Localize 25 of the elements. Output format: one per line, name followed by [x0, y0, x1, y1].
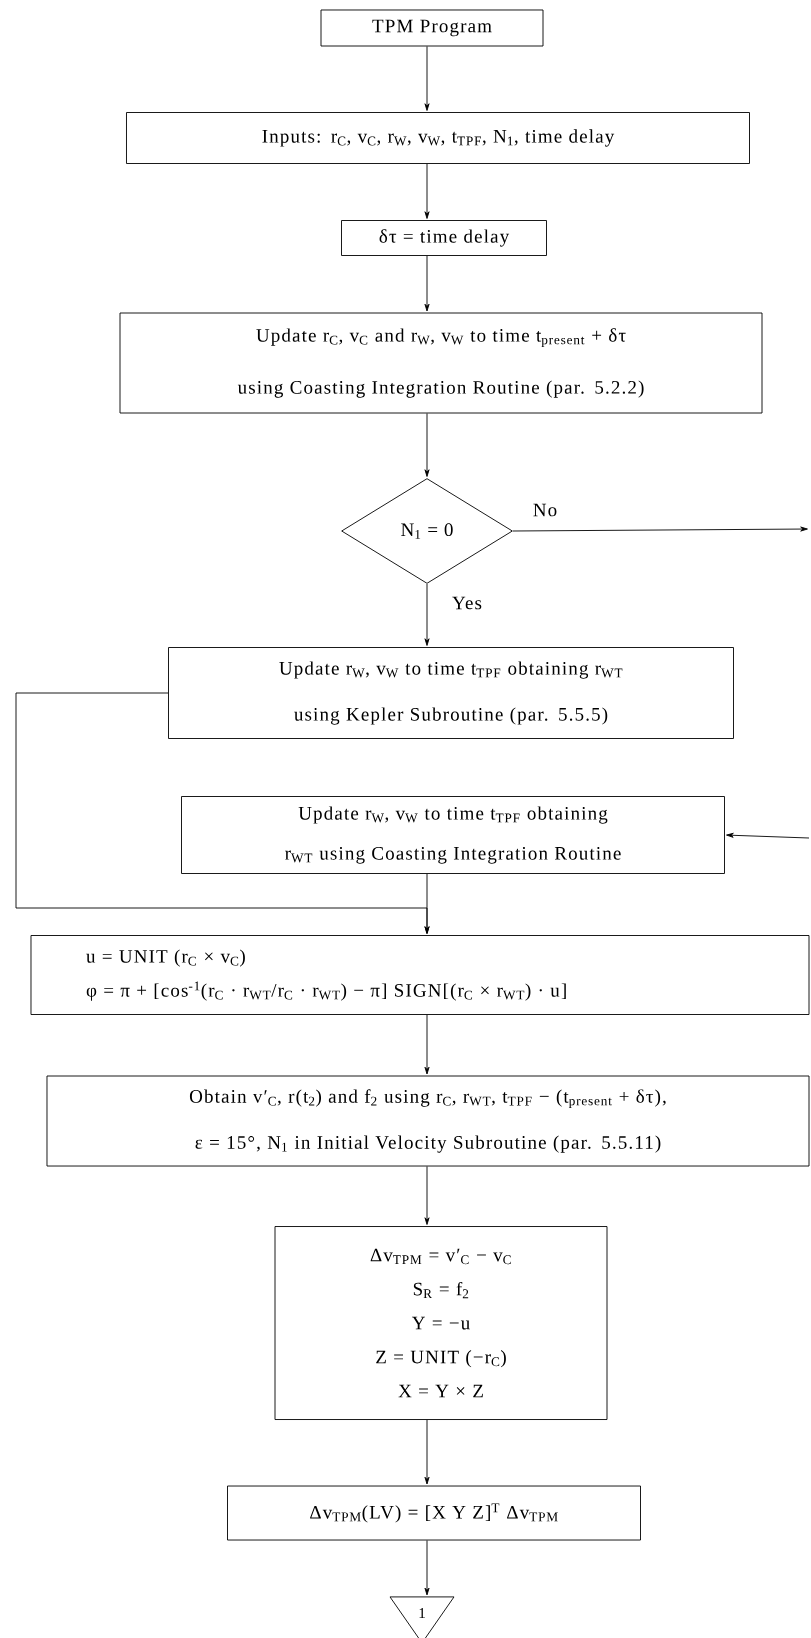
- arrow: [424, 873, 430, 934]
- arrow: [424, 583, 430, 646]
- process-box: Update r$_{C}$, v$_{C}$ and r$_{W}$, v$_{W}$ to time t$_{present}$ + δτ using Coasting Integration Routine (par. 5.2.2): [119, 312, 763, 414]
- process-box: u = UNIT (r$_{C}$ × v$_{C}$) φ = π + [cos$^{-1}$(r$_{C}$ · r$_{WT}$/r$_{C}$ · r$_{WT}$) − π] SIGN[(r$_{C}$ × r$_{WT}$) · u]: [30, 935, 810, 1015]
- arrow: [424, 413, 430, 477]
- arrow: [424, 1540, 430, 1596]
- process-box: Δv$_{TPM}$(LV) = [X Y Z]$^{T}$ Δv$_{TPM}$: [227, 1485, 641, 1541]
- edge-label: No: [531, 502, 559, 518]
- process-box: Δv$_{TPM}$ = v′$_{C}$ − v$_{C}$ S$_{R}$ = f$_{2}$ Y = −u Z = UNIT (−r$_{C}$) X = Y × Z: [274, 1226, 608, 1420]
- process-box: Update r$_{W}$, v$_{W}$ to time t$_{TPF}$ obtaining r$_{WT}$ using Kepler Subroutine (par. 5.5.5): [168, 647, 734, 739]
- process-box: Inputs: r$_{C}$, v$_{C}$, r$_{W}$, v$_{W}$, t$_{TPF}$, N$_{1}$, time delay: [126, 112, 750, 164]
- edge-label: Yes: [451, 595, 483, 611]
- arrow: [424, 163, 430, 219]
- process-box: Obtain v′$_{C}$, r(t$_{2}$) and f$_{2}$ using r$_{C}$, r$_{WT}$, t$_{TPF}$ − (t$_{present}$ + δτ), ε = 15°, N$_{1}$ in Initial Velocity Subroutine (par. 5.5.11): [46, 1075, 810, 1167]
- arrow: [424, 1014, 430, 1075]
- process-box: TPM Program: [320, 9, 544, 47]
- arrow: [424, 255, 430, 312]
- arrow: [424, 1419, 430, 1485]
- arrow: [424, 46, 430, 111]
- process-box: δτ = time delay: [341, 220, 547, 256]
- process-box: Update r$_{W}$, v$_{W}$ to time t$_{TPF}$ obtaining r$_{WT}$ using Coasting Integration Routine: [181, 796, 725, 874]
- arrow: [424, 1166, 430, 1225]
- arrow: [512, 526, 808, 532]
- connector-triangle: 1: [389, 1596, 455, 1638]
- arrow: [726, 832, 810, 839]
